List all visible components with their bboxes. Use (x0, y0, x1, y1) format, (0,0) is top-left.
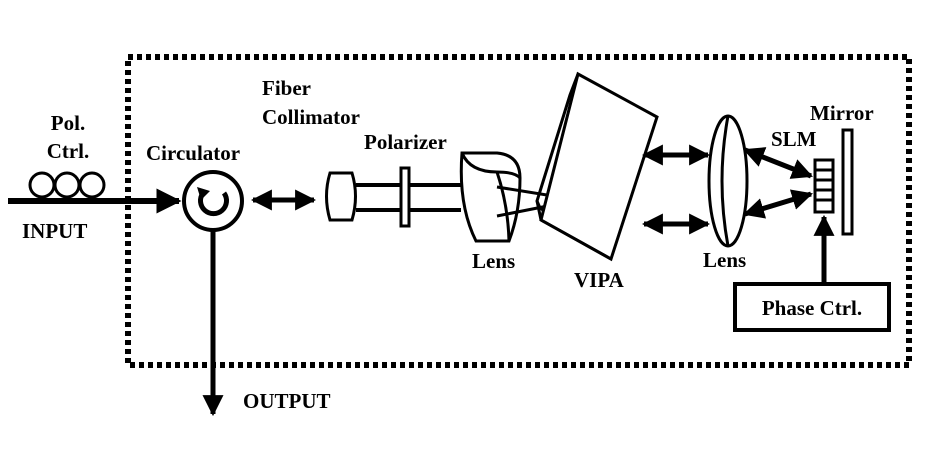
slm (813, 158, 835, 214)
phase-ctrl-label: Phase Ctrl. (762, 296, 862, 320)
input-label: INPUT (22, 219, 87, 243)
double-arrow-slm-lower (742, 189, 814, 219)
lens-left-label: Lens (472, 249, 515, 273)
circulator (182, 170, 244, 232)
lens-right-label: Lens (703, 248, 746, 272)
fiber-collimator-label-line1: Fiber (262, 76, 311, 100)
pol-ctrl-label-line1: Pol. (51, 111, 85, 135)
vipa-label: VIPA (574, 268, 625, 292)
output-label: OUTPUT (243, 389, 331, 413)
enclosure-box (125, 54, 912, 368)
phase-ctrl-box (733, 282, 891, 332)
fiber-collimator (325, 171, 357, 222)
pol-ctrl-label-line2: Ctrl. (47, 139, 90, 163)
mirror (841, 128, 854, 236)
mirror-label: Mirror (810, 101, 874, 125)
polarizer-label: Polarizer (364, 130, 447, 154)
focusing-lens (707, 114, 749, 248)
circular-arrow-icon (198, 191, 229, 217)
double-arrow-slm-upper (743, 147, 813, 179)
vipa-plate (535, 71, 659, 262)
slm-label: SLM (771, 127, 817, 151)
pol-ctrl-loops-icon (28, 171, 106, 199)
polarizer (399, 166, 411, 228)
circulator-label: Circulator (146, 141, 240, 165)
fiber-collimator-label-line2: Collimator (262, 105, 360, 129)
cylindrical-lens (459, 151, 522, 243)
